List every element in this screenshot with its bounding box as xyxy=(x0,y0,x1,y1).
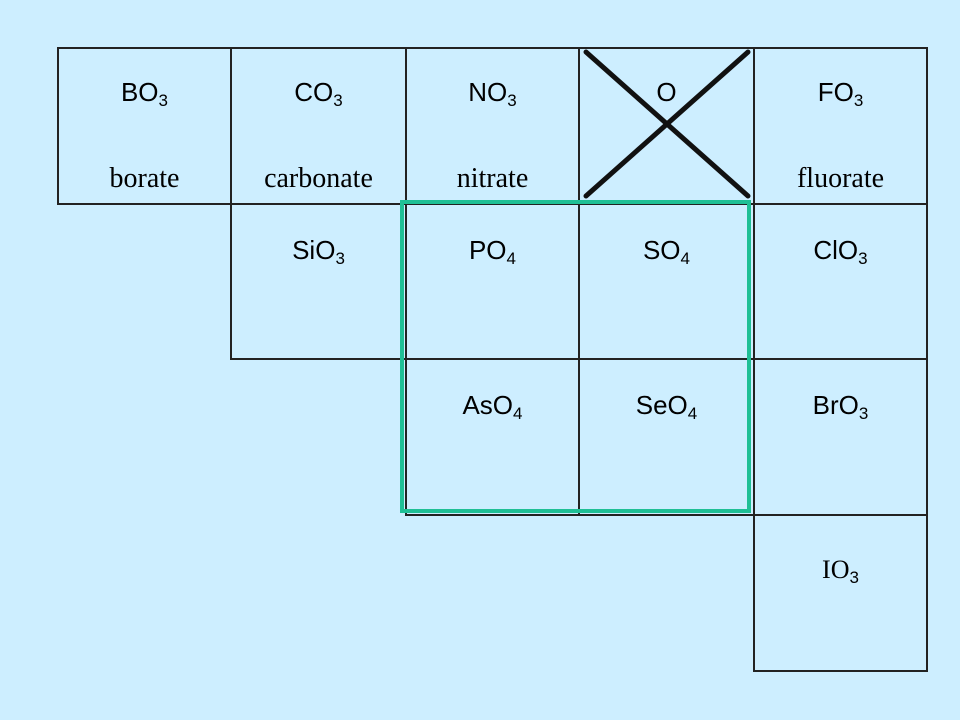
formula-base: CO xyxy=(294,77,334,107)
formula-subscript: 3 xyxy=(849,568,859,587)
col-line-6 xyxy=(926,47,928,672)
col-line-5 xyxy=(753,47,755,672)
formula-base: AsO xyxy=(462,390,514,420)
formula: BO3 xyxy=(59,77,230,111)
formula: SiO3 xyxy=(232,235,405,269)
formula: AsO4 xyxy=(407,390,578,424)
cross-stroke-2 xyxy=(583,49,751,199)
cell-phosphate: PO4 xyxy=(407,205,578,358)
formula-subscript: 4 xyxy=(680,249,691,268)
row3-bottom-line xyxy=(405,514,928,516)
formula-subscript: 3 xyxy=(333,91,343,110)
formula: IO3 xyxy=(755,554,926,588)
formula-subscript: 4 xyxy=(687,404,698,423)
formula: PO4 xyxy=(407,235,578,269)
formula: SeO4 xyxy=(580,390,753,424)
col-line-1 xyxy=(57,47,59,205)
cell-chlorate: ClO3 xyxy=(755,205,926,358)
cell-selenate: SeO4 xyxy=(580,360,753,514)
formula-subscript: 3 xyxy=(853,91,864,110)
formula-base: BrO xyxy=(812,390,859,420)
cell-silicate: SiO3 xyxy=(232,205,405,358)
cell-carbonate: CO3 carbonate xyxy=(232,49,405,203)
row4-bottom-line xyxy=(753,670,928,672)
row1-top-line xyxy=(57,47,928,49)
formula-base: NO xyxy=(468,77,508,107)
cell-oxygen-crossed: O xyxy=(580,49,753,203)
cell-fluorate: FO3 fluorate xyxy=(755,49,926,203)
ion-name: carbonate xyxy=(264,163,373,194)
cell-arsenate: AsO4 xyxy=(407,360,578,514)
cell-sulfate: SO4 xyxy=(580,205,753,358)
formula-base: PO xyxy=(468,235,507,265)
formula-subscript: 4 xyxy=(513,404,523,423)
col-line-3 xyxy=(405,47,407,516)
cell-nitrate: NO3 nitrate xyxy=(407,49,578,203)
formula-base: SO xyxy=(642,235,681,265)
col-line-4 xyxy=(578,47,580,516)
ion-name: fluorate xyxy=(796,163,885,194)
formula-subscript: 3 xyxy=(158,91,169,110)
formula-base: ClO xyxy=(813,235,859,265)
formula-subscript: 3 xyxy=(858,404,869,423)
highlight-box xyxy=(400,200,751,513)
ion-name: borate xyxy=(109,163,180,194)
formula: BrO3 xyxy=(755,390,926,424)
ion-name: nitrate xyxy=(456,163,529,194)
formula-subscript: 3 xyxy=(858,249,868,268)
formula: CO3 xyxy=(232,77,405,111)
formula: SO4 xyxy=(580,235,753,269)
formula: FO3 xyxy=(755,77,926,111)
formula-subscript: 3 xyxy=(507,91,517,110)
formula-base: O xyxy=(656,77,677,107)
formula-subscript: 3 xyxy=(335,249,345,268)
cell-borate: BO3 borate xyxy=(59,49,230,203)
formula-subscript: 4 xyxy=(506,249,517,268)
formula: O xyxy=(580,77,753,107)
formula-base: SiO xyxy=(292,235,336,265)
formula: ClO3 xyxy=(755,235,926,269)
formula: NO3 xyxy=(407,77,578,111)
cell-iodate: IO3 xyxy=(755,516,926,670)
col-line-2 xyxy=(230,47,232,360)
formula-base: SeO xyxy=(635,390,688,420)
formula-base: BO xyxy=(120,77,159,107)
row1-bottom-line xyxy=(57,203,928,205)
formula-base: IO xyxy=(822,555,850,584)
formula-base: FO xyxy=(817,77,854,107)
cell-bromate: BrO3 xyxy=(755,360,926,514)
